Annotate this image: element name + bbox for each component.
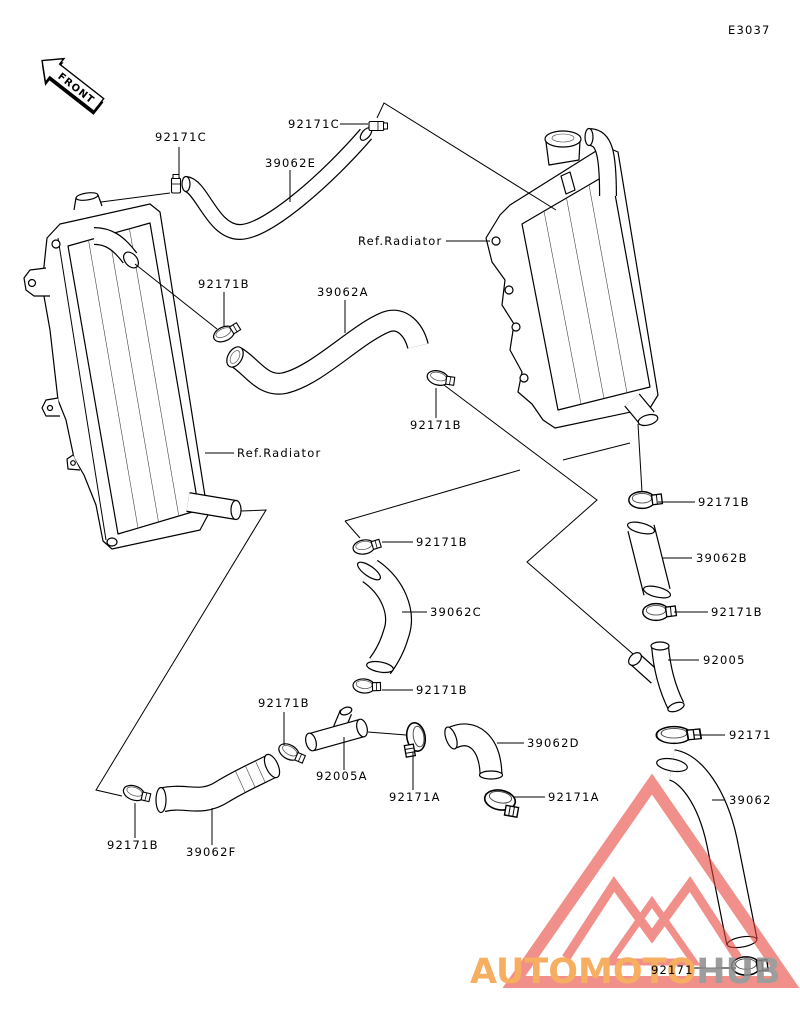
part-number-label: 92171B	[107, 838, 159, 852]
mounting-bolt	[106, 537, 118, 547]
outlet-pipe	[624, 393, 659, 427]
mounting-hole	[491, 236, 501, 246]
left-radiator	[23, 192, 242, 550]
clamp-92171b	[424, 367, 457, 390]
clamp-92171a	[481, 786, 522, 819]
connection-line	[95, 509, 267, 797]
callout-labels: 92171C 92171C 39062E Ref.Radiator 92171B…	[107, 117, 772, 977]
logo-outer-triangle	[502, 773, 800, 988]
connection-line	[443, 384, 641, 661]
part-number-label: 92171B	[198, 277, 250, 291]
mounting-hole	[511, 322, 521, 332]
part-number-label: 92171A	[548, 790, 600, 804]
reference-label: Ref.Radiator	[237, 446, 321, 460]
connection-lines	[95, 102, 643, 797]
hose-39062b	[626, 521, 672, 599]
connection-line	[637, 423, 643, 493]
mounting-bolt	[51, 239, 61, 249]
part-number-label: 39062F	[186, 845, 236, 859]
hose-39062c	[356, 559, 412, 675]
outlet-pipe	[186, 492, 242, 521]
clamp-92171a	[399, 720, 429, 758]
mounting-hole	[519, 373, 529, 383]
watermark-text: AUTOMOTOHUB	[470, 952, 781, 992]
clip-92171c	[170, 173, 182, 194]
radiator-cap-inner	[551, 133, 575, 143]
radiator-fins	[88, 228, 180, 529]
logo-m-shape	[562, 876, 742, 961]
radiator-core	[521, 171, 651, 411]
part-number-label: 39062C	[430, 605, 482, 619]
clamp-92171b	[351, 677, 383, 696]
part-number-label: 92171B	[711, 605, 763, 619]
right-radiator	[485, 127, 659, 429]
diagram-code: E3037	[728, 23, 771, 37]
watermark-brand-orange: AUTOMOTO	[470, 952, 696, 992]
connection-line	[344, 520, 361, 539]
hose-39062a	[226, 309, 429, 395]
part-number-label: 39062B	[696, 551, 748, 565]
part-number-label: 92171B	[698, 495, 750, 509]
part-number-label: 92171B	[410, 418, 462, 432]
radiator-fins	[543, 184, 628, 405]
part-number-label: 92171A	[389, 790, 441, 804]
connection-line	[100, 192, 171, 203]
clamp-92171b	[275, 739, 308, 768]
part-number-label: 92005A	[316, 769, 368, 783]
filler-neck-opening	[75, 192, 99, 201]
part-number-label: 92171B	[416, 535, 468, 549]
mounting-tab	[23, 267, 50, 297]
part-number-label: 92171C	[288, 117, 340, 131]
triangle-logo-icon	[502, 773, 800, 988]
watermark: AUTOMOTOHUB	[470, 773, 800, 992]
clamp-92171b	[351, 536, 383, 557]
connection-line	[367, 731, 407, 736]
part-number-label: 92005	[703, 653, 746, 667]
watermark-brand-grey: HUB	[696, 952, 780, 992]
part-number-label: 92171	[729, 728, 772, 742]
mounting-hole	[504, 285, 514, 295]
part-number-label: 92171	[651, 963, 694, 977]
joint-92005a	[305, 706, 368, 752]
part-number-label: 92171B	[258, 696, 310, 710]
clamp-92171b	[120, 782, 153, 806]
connection-line	[562, 442, 631, 461]
inlet-pipe	[584, 127, 617, 197]
front-arrow-shape	[41, 57, 105, 113]
hose-39062d	[444, 723, 504, 780]
joint-92005	[628, 641, 685, 713]
radiator-side-tank	[57, 237, 107, 541]
part-number-label: 39062D	[527, 736, 580, 750]
corrugated-section	[234, 759, 266, 793]
mounting-hole	[46, 404, 54, 412]
inlet-pipe	[93, 227, 139, 269]
clamp-92171b	[210, 319, 243, 346]
connection-line	[376, 102, 557, 211]
hose-39062e	[181, 127, 373, 240]
part-number-label: 92171C	[155, 130, 207, 144]
overflow-nipple	[560, 171, 576, 195]
mounting-hole	[70, 460, 76, 466]
clip-92171c	[368, 120, 389, 132]
connection-line	[134, 263, 218, 330]
leader-lines	[134, 123, 736, 969]
part-number-label: 39062E	[265, 156, 316, 170]
logo-inner-triangle	[603, 895, 701, 966]
part-number-label: 39062A	[317, 285, 369, 299]
front-arrow-icon: FRONT	[41, 57, 105, 115]
connection-line	[344, 469, 521, 522]
clamp-92171b	[642, 602, 678, 622]
part-number-label: 92171B	[416, 683, 468, 697]
radiator-cap	[544, 130, 582, 148]
reference-label: Ref.Radiator	[358, 234, 442, 248]
hose-39062f	[155, 753, 281, 814]
mounting-hole	[27, 278, 37, 288]
part-number-label: 39062	[729, 793, 772, 807]
clamp-92171b	[628, 490, 664, 510]
